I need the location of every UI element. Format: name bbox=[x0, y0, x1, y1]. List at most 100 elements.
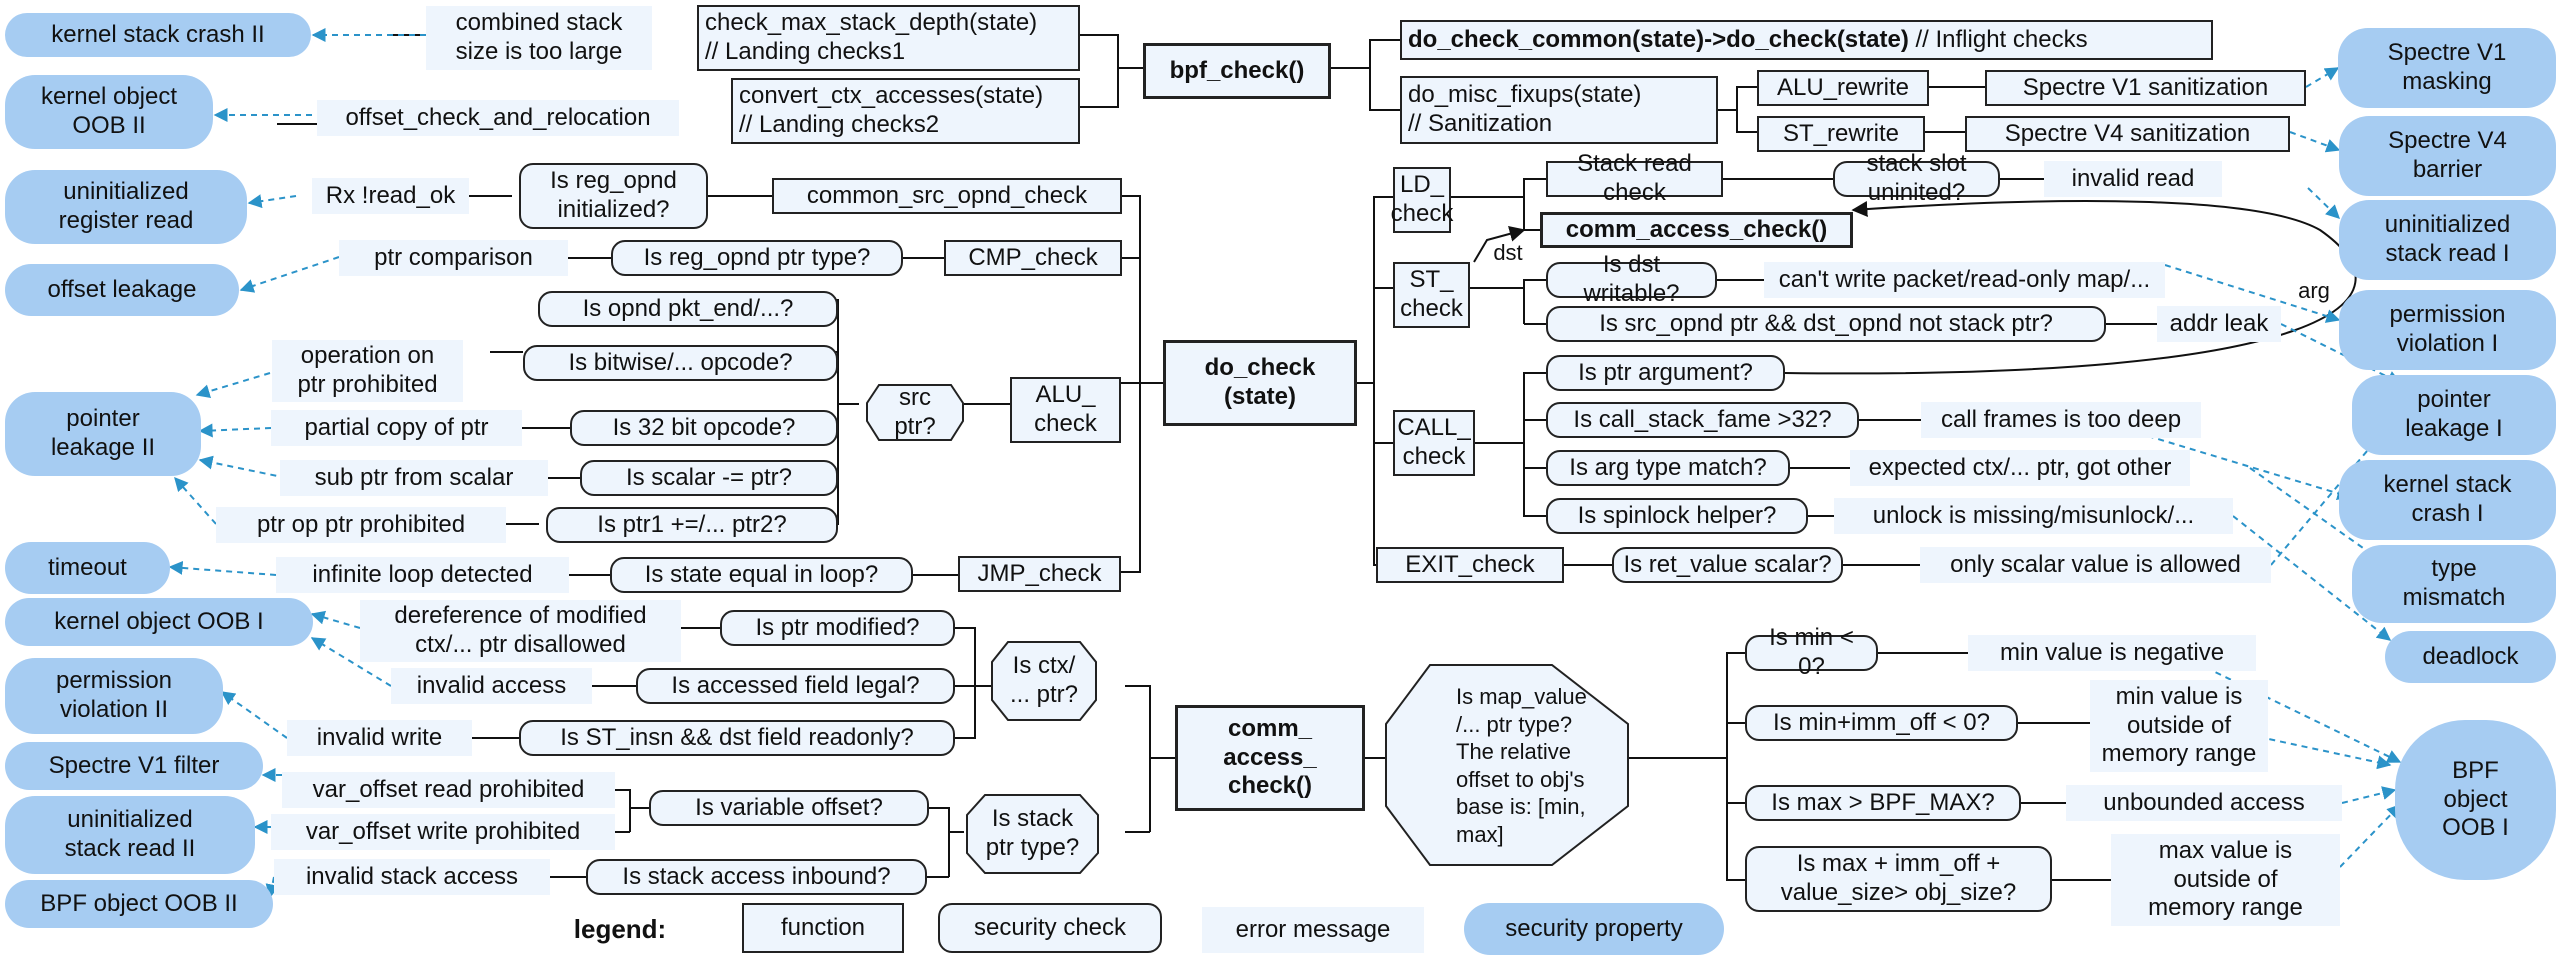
alu-rewrite-function: ALU_rewrite bbox=[1757, 70, 1929, 106]
uninit-register-read-property: uninitialized register read bbox=[5, 170, 247, 244]
permission-violation-1-property: permission violation I bbox=[2339, 290, 2556, 370]
bpf-object-oob-1-property: BPF object OOB I bbox=[2395, 720, 2556, 880]
do-check-common-comment: // Inflight checks bbox=[1908, 25, 2088, 53]
deref-modified-error: dereference of modified ctx/... ptr disa… bbox=[360, 600, 681, 662]
call-stack-frame-check: Is call_stack_fame >32? bbox=[1546, 402, 1859, 438]
ptr1-ptr2-check: Is ptr1 +=/... ptr2? bbox=[546, 507, 838, 543]
arg-type-match-check: Is arg type match? bbox=[1546, 450, 1790, 486]
operation-on-ptr-error: operation on ptr prohibited bbox=[272, 340, 463, 402]
invalid-read-error: invalid read bbox=[2044, 161, 2222, 197]
ptr-modified-check: Is ptr modified? bbox=[720, 610, 955, 646]
min-negative-error: min value is negative bbox=[1968, 635, 2256, 671]
comm-access-check-function: comm_ access_ check() bbox=[1175, 705, 1365, 811]
rx-read-ok-error: Rx !read_ok bbox=[312, 178, 469, 214]
combined-stack-error: combined stack size is too large bbox=[426, 6, 652, 70]
uninit-stack-read-2-property: uninitialized stack read II bbox=[5, 796, 255, 874]
invalid-access-error: invalid access bbox=[391, 668, 592, 704]
invalid-stack-access-error: invalid stack access bbox=[274, 859, 550, 895]
partial-copy-error: partial copy of ptr bbox=[271, 410, 522, 446]
min-lt-0-check: Is min < 0? bbox=[1745, 624, 1878, 680]
legend-security-property: security property bbox=[1464, 903, 1724, 955]
ptr-comparison-error: ptr comparison bbox=[339, 240, 568, 276]
cant-write-packet-error: can't write packet/read-only map/... bbox=[1764, 262, 2165, 298]
min-outside-error: min value is outside of memory range bbox=[2090, 680, 2268, 772]
alu-check-function: ALU_ check bbox=[1010, 377, 1121, 443]
ret-value-scalar-check: Is ret_value scalar? bbox=[1612, 547, 1843, 583]
permission-violation-2-property: permission violation II bbox=[5, 658, 223, 734]
ld-check-function: LD_ check bbox=[1391, 167, 1453, 233]
sub-ptr-scalar-error: sub ptr from scalar bbox=[280, 460, 548, 496]
jmp-check-function: JMP_check bbox=[958, 556, 1121, 592]
max-gt-bpf-max-check: Is max > BPF_MAX? bbox=[1745, 785, 2021, 821]
bpf-check-function: bpf_check() bbox=[1143, 43, 1331, 99]
do-check-common-function: do_check_common(state)->do_check(state) … bbox=[1400, 20, 2213, 60]
kernel-stack-crash-2-property: kernel stack crash II bbox=[5, 13, 311, 57]
bitwise-opcode-check: Is bitwise/... opcode? bbox=[523, 345, 838, 381]
do-misc-fixups-function: do_misc_fixups(state) // Sanitization bbox=[1400, 76, 1718, 144]
kernel-object-oob-2-property: kernel object OOB II bbox=[5, 75, 213, 149]
spectre-v4-sanitization-function: Spectre V4 sanitization bbox=[1965, 116, 2290, 152]
opnd-pkt-end-check: Is opnd pkt_end/...? bbox=[538, 291, 838, 327]
kernel-stack-crash-1-property: kernel stack crash I bbox=[2339, 460, 2556, 540]
type-mismatch-property: type mismatch bbox=[2352, 545, 2556, 623]
only-scalar-error: only scalar value is allowed bbox=[1920, 547, 2271, 583]
spectre-v1-sanitization-function: Spectre V1 sanitization bbox=[1985, 70, 2306, 106]
cmp-check-function: CMP_check bbox=[944, 240, 1122, 276]
stack-slot-uninited-check: stack slot uninited? bbox=[1833, 150, 2000, 206]
uninit-stack-read-1-property: uninitialized stack read I bbox=[2339, 200, 2556, 280]
check-shape-stack-ptr bbox=[966, 794, 1099, 874]
min-imm-off-check: Is min+imm_off < 0? bbox=[1745, 705, 2018, 741]
legend-security-check: security check bbox=[938, 903, 1162, 953]
comm-access-check-inline-function: comm_access_check() bbox=[1540, 212, 1853, 248]
reg-opnd-ptr-type-check: Is reg_opnd ptr type? bbox=[611, 240, 903, 276]
ctx-ptr-check: Is ctx/ ... ptr? bbox=[1009, 652, 1079, 708]
offset-check-relocation-error: offset_check_and_relocation bbox=[317, 100, 679, 136]
stack-access-inbound-check: Is stack access inbound? bbox=[586, 859, 927, 895]
spectre-v1-filter-property: Spectre V1 filter bbox=[5, 742, 263, 790]
pointer-leakage-1-property: pointer leakage I bbox=[2352, 375, 2556, 455]
stack-ptr-type-check: Is stack ptr type? bbox=[985, 805, 1080, 861]
timeout-property: timeout bbox=[5, 542, 170, 594]
bpf-object-oob-2-property: BPF object OOB II bbox=[5, 880, 273, 928]
bit32-opcode-check: Is 32 bit opcode? bbox=[570, 410, 838, 446]
var-offset-write-error: var_offset write prohibited bbox=[271, 814, 615, 850]
max-imm-off-size-check: Is max + imm_off + value_size> obj_size? bbox=[1745, 846, 2052, 912]
state-equal-loop-check: Is state equal in loop? bbox=[610, 557, 913, 593]
unlock-missing-error: unlock is missing/misunlock/... bbox=[1834, 498, 2233, 534]
variable-offset-check: Is variable offset? bbox=[649, 790, 929, 826]
max-outside-error: max value is outside of memory range bbox=[2111, 834, 2340, 926]
check-shape-src-ptr bbox=[866, 384, 964, 441]
do-check-common-bold: do_check_common(state)->do_check(state) bbox=[1408, 25, 1909, 53]
spectre-v1-masking-property: Spectre V1 masking bbox=[2338, 28, 2556, 108]
pointer-leakage-2-property: pointer leakage II bbox=[5, 392, 201, 476]
dst-writable-check: Is dst writable? bbox=[1546, 251, 1717, 307]
reg-opnd-initialized-check: Is reg_opnd initialized? bbox=[519, 163, 708, 229]
legend-function: function bbox=[742, 903, 904, 953]
call-check-function: CALL_ check bbox=[1393, 410, 1475, 476]
check-shape-map-value bbox=[1385, 664, 1629, 866]
dst-edge-label: dst bbox=[1493, 239, 1523, 265]
spinlock-helper-check: Is spinlock helper? bbox=[1546, 498, 1808, 534]
legend-title: legend: bbox=[573, 914, 667, 945]
legend-error-message: error message bbox=[1202, 907, 1424, 953]
unbounded-access-error: unbounded access bbox=[2066, 785, 2342, 821]
check-max-stack-depth-function: check_max_stack_depth(state) // Landing … bbox=[697, 5, 1080, 71]
scalar-minus-ptr-check: Is scalar -= ptr? bbox=[580, 460, 838, 496]
stack-read-check-function: Stack read check bbox=[1546, 150, 1723, 206]
src-dst-stack-check: Is src_opnd ptr && dst_opnd not stack pt… bbox=[1546, 306, 2106, 342]
do-check-function: do_check (state) bbox=[1163, 340, 1357, 426]
var-offset-read-error: var_offset read prohibited bbox=[282, 772, 615, 808]
infinite-loop-error: infinite loop detected bbox=[276, 557, 569, 593]
deadlock-property: deadlock bbox=[2385, 631, 2556, 683]
spectre-v4-barrier-property: Spectre V4 barrier bbox=[2339, 116, 2556, 196]
convert-ctx-accesses-function: convert_ctx_accesses(state) // Landing c… bbox=[731, 78, 1080, 144]
addr-leak-error: addr leak bbox=[2157, 306, 2281, 342]
ptr-argument-check: Is ptr argument? bbox=[1546, 355, 1785, 391]
ptr-op-ptr-error: ptr op ptr prohibited bbox=[216, 507, 506, 543]
expected-ctx-error: expected ctx/... ptr, got other bbox=[1850, 450, 2190, 486]
offset-leakage-property: offset leakage bbox=[5, 264, 239, 316]
invalid-write-error: invalid write bbox=[287, 720, 472, 756]
st-insn-readonly-check: Is ST_insn && dst field readonly? bbox=[519, 720, 955, 756]
st-rewrite-function: ST_rewrite bbox=[1757, 116, 1925, 152]
